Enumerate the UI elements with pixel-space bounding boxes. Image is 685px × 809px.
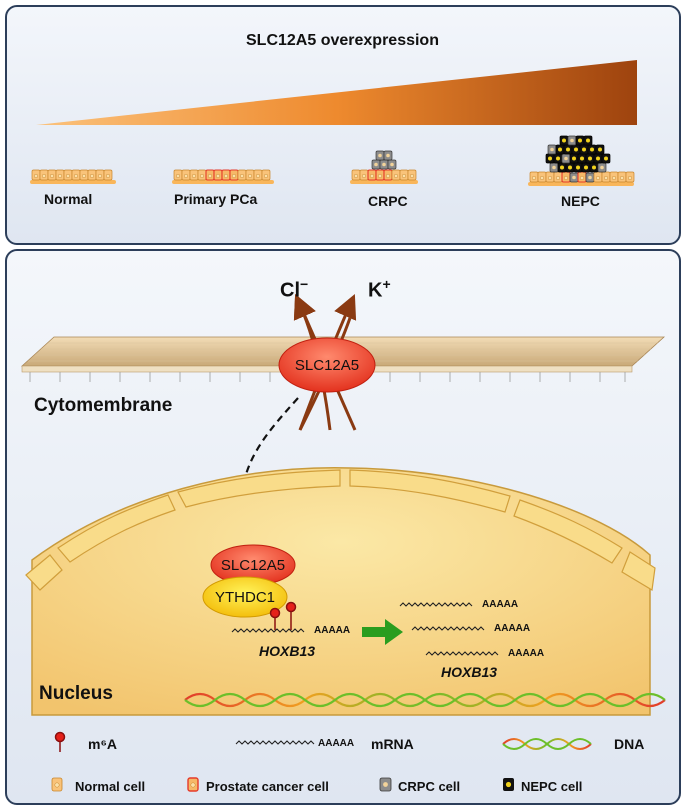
chloride-charge: − (300, 276, 309, 292)
stage-label-crpc: CRPC (368, 193, 408, 209)
legend-dna-symbol (502, 738, 592, 750)
polya-right-3: AAAAA (508, 648, 545, 659)
legend-polya: AAAAA (318, 738, 355, 749)
potassium-ion-label: K+ (368, 276, 391, 303)
legend-dna-label: DNA (614, 736, 645, 752)
gene-label-left: HOXB13 (259, 643, 316, 659)
potassium-charge: + (382, 276, 391, 292)
upregulation-arrow (362, 619, 403, 645)
legend-mrna-symbol (235, 740, 315, 745)
transporter-label: SLC12A5 (294, 357, 360, 374)
cytomembrane-label: Cytomembrane (34, 395, 173, 416)
overview-graphics (30, 60, 637, 186)
nucleus-shape (31, 467, 651, 716)
nepc-epithelium (528, 135, 635, 186)
legend-cancer-cell-label: Prostate cancer cell (206, 779, 329, 794)
legend-crpc-cell-symbol (379, 777, 392, 792)
gene-label-right: HOXB13 (441, 664, 498, 680)
polya-right-1: AAAAA (482, 599, 519, 610)
nuclear-envelope (25, 469, 656, 591)
stage-label-primary-pca: Primary PCa (174, 191, 258, 207)
legend-m6a-label: m⁶A (88, 736, 118, 752)
legend-nepc-cell-symbol (503, 778, 514, 791)
ythdc1-label: YTHDC1 (214, 589, 275, 606)
normal-epithelium (30, 169, 116, 184)
overexpression-wedge (36, 60, 637, 125)
stage-label-nepc: NEPC (561, 193, 600, 209)
crpc-epithelium (350, 150, 418, 184)
legend-mrna-label: mRNA (371, 736, 414, 752)
stage-label-normal: Normal (44, 191, 93, 207)
legend-normal-cell-label: Normal cell (75, 779, 146, 794)
m6a-marks (269, 601, 297, 630)
primary-pca-epithelium (172, 169, 274, 184)
legend-crpc-cell-label: CRPC cell (398, 779, 461, 794)
overview-title: SLC12A5 overexpression (246, 32, 439, 49)
legend-normal-cell-symbol (51, 777, 63, 792)
dna-helix (184, 692, 666, 708)
chloride-ion-label: Cl− (280, 276, 308, 303)
chloride-symbol: Cl (280, 279, 300, 302)
potassium-symbol: K (368, 279, 383, 302)
legend-nepc-cell-label: NEPC cell (521, 779, 583, 794)
nucleus-label: Nucleus (39, 683, 113, 704)
mrna-strands (231, 602, 499, 656)
legend-m6a-symbol (54, 731, 66, 752)
legend-cancer-cell-symbol (187, 777, 199, 792)
nuclear-slc12a5-label: SLC12A5 (220, 557, 286, 574)
slc12a5-transporter (278, 337, 376, 393)
polya-right-2: AAAAA (494, 623, 531, 634)
polya-left: AAAAA (314, 625, 351, 636)
ythdc1-protein (202, 576, 288, 618)
